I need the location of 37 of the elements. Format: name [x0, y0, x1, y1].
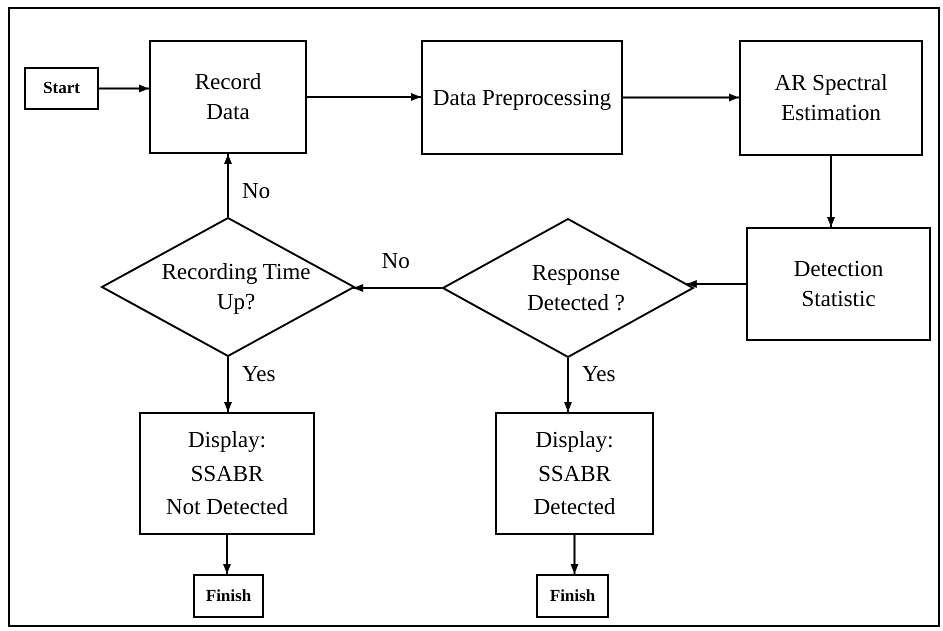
process-box [193, 574, 264, 618]
node-label: Recording Time Up? [161, 258, 311, 316]
arrow [307, 93, 421, 101]
arrow [564, 358, 572, 412]
arrow [570, 535, 578, 574]
process-box [139, 412, 315, 535]
node-label: AR Spectral Estimation [773, 69, 889, 127]
node-label: Finish [206, 584, 252, 607]
process-box [495, 412, 654, 535]
node-label: Data Preprocessing [432, 84, 612, 112]
node-label: Display: [188, 426, 266, 454]
arrow [99, 84, 149, 92]
node-label: Record Data [194, 68, 262, 126]
node-label: SSABR [538, 460, 611, 488]
arrow [623, 94, 739, 102]
node-label: Detected [534, 493, 616, 522]
arrow [353, 284, 442, 292]
arrow [224, 154, 232, 217]
node-label: Display: [536, 426, 614, 454]
arrow [827, 156, 835, 227]
process-box [24, 67, 99, 110]
node-label: SSABR [190, 460, 264, 488]
process-box [149, 40, 307, 154]
node-label: Response Detected ? [526, 259, 626, 317]
node-label: Detection Statistic [792, 255, 884, 313]
node-label: Start [43, 77, 80, 100]
process-box [739, 40, 923, 156]
decision-diamond [442, 218, 694, 358]
node-label: Not Detected [166, 493, 288, 522]
node-label: Finish [550, 584, 596, 607]
arrow [224, 357, 232, 412]
process-box [536, 574, 609, 618]
arrow [223, 535, 231, 574]
process-box [421, 40, 623, 155]
process-box [746, 227, 931, 341]
arrow [686, 280, 746, 288]
decision-diamond [101, 217, 355, 357]
